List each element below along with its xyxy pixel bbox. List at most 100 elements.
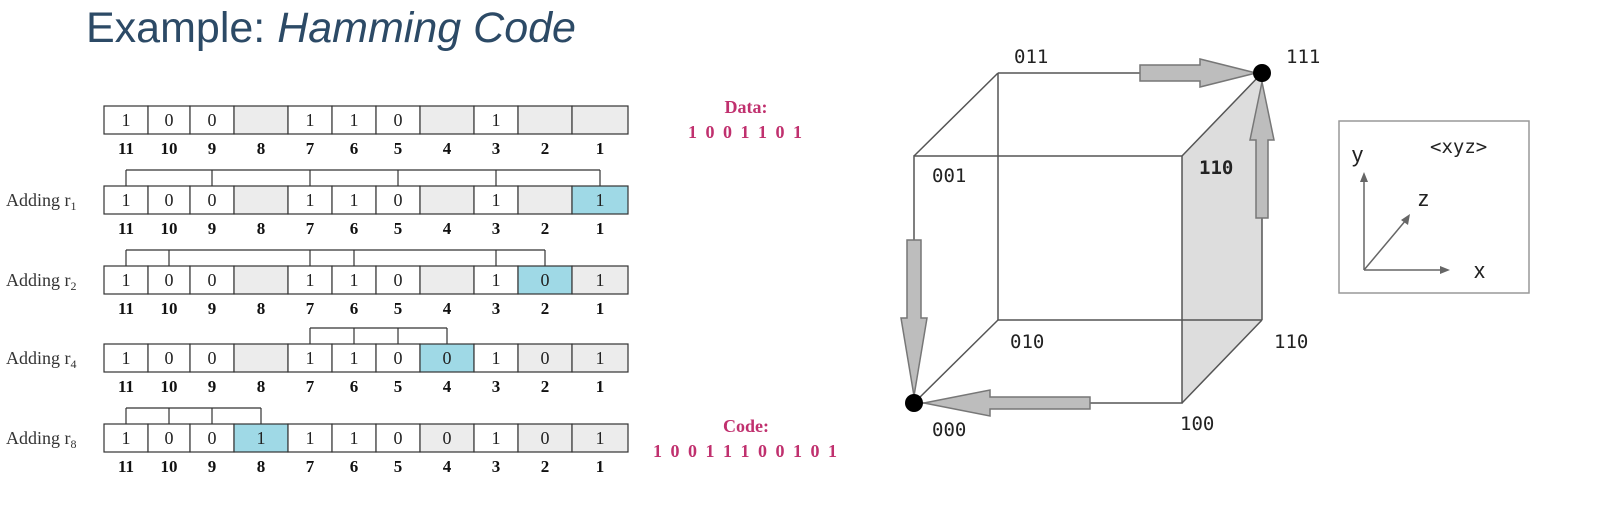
bit-value: 0 xyxy=(541,270,550,290)
position-number: 3 xyxy=(492,139,501,158)
position-number: 11 xyxy=(118,219,134,238)
position-number: 4 xyxy=(443,139,452,158)
bit-value: 0 xyxy=(394,348,403,368)
bit-cell xyxy=(419,343,475,373)
position-number: 9 xyxy=(208,299,217,318)
cube-right-face xyxy=(1182,73,1262,403)
position-number: 10 xyxy=(161,299,178,318)
vertex-label-001: 001 xyxy=(932,165,966,187)
bit-value: 0 xyxy=(443,348,452,368)
position-number: 6 xyxy=(350,219,359,238)
title-emphasis: Hamming Code xyxy=(277,4,576,52)
bit-value: 1 xyxy=(596,270,605,290)
title-prefix: Example: xyxy=(86,4,278,52)
bit-value: 1 xyxy=(350,348,359,368)
position-number: 7 xyxy=(306,139,315,158)
bit-cell xyxy=(375,265,421,295)
bit-cell xyxy=(473,105,519,135)
position-number: 7 xyxy=(306,299,315,318)
position-number: 1 xyxy=(596,377,605,396)
position-number: 7 xyxy=(306,219,315,238)
position-number: 9 xyxy=(208,219,217,238)
position-number: 5 xyxy=(394,299,403,318)
row-label: Adding r2 xyxy=(6,270,77,293)
bit-value: 0 xyxy=(165,190,174,210)
position-number: 3 xyxy=(492,299,501,318)
bit-cell xyxy=(571,105,629,135)
position-number: 6 xyxy=(350,299,359,318)
cube-edge xyxy=(913,72,999,157)
position-number: 7 xyxy=(306,377,315,396)
position-number: 5 xyxy=(394,139,403,158)
bit-value: 0 xyxy=(208,190,217,210)
bit-value: 1 xyxy=(350,270,359,290)
bit-cell xyxy=(517,105,573,135)
code-value: 1 0 0 1 1 1 0 0 1 0 1 xyxy=(653,441,839,461)
position-number: 4 xyxy=(443,219,452,238)
position-number: 1 xyxy=(596,219,605,238)
bit-cell xyxy=(517,343,573,373)
bit-value: 0 xyxy=(394,270,403,290)
position-number: 5 xyxy=(394,219,403,238)
position-number: 11 xyxy=(118,139,134,158)
data-value: 1 0 0 1 1 0 1 xyxy=(688,122,804,142)
bit-value: 0 xyxy=(208,110,217,130)
position-number: 10 xyxy=(161,377,178,396)
bit-cell xyxy=(419,423,475,453)
cube-front-face xyxy=(913,155,1183,404)
bit-cell xyxy=(103,423,149,453)
bit-cell xyxy=(287,265,333,295)
row-label: Adding r8 xyxy=(6,428,77,451)
cube-edge xyxy=(1181,319,1263,404)
bit-value: 1 xyxy=(492,270,501,290)
position-number: 11 xyxy=(118,299,134,318)
bit-value: 1 xyxy=(350,190,359,210)
bit-value: 0 xyxy=(541,348,550,368)
bit-value: 0 xyxy=(394,428,403,448)
cube-edge xyxy=(1181,72,1263,157)
cube-edge xyxy=(913,319,999,404)
bit-cell xyxy=(233,343,289,373)
bit-cell xyxy=(331,423,377,453)
bit-value: 0 xyxy=(208,270,217,290)
bit-value: 1 xyxy=(492,110,501,130)
arrow-100-to-000 xyxy=(923,389,1091,417)
bit-cell xyxy=(189,105,235,135)
vertex-dot-000 xyxy=(905,394,923,412)
bit-cell xyxy=(103,105,149,135)
bit-cell xyxy=(189,423,235,453)
data-label: Data: xyxy=(725,97,768,117)
bit-value: 1 xyxy=(596,190,605,210)
bit-cell xyxy=(103,185,149,215)
position-number: 2 xyxy=(541,457,550,476)
bit-cell xyxy=(189,343,235,373)
position-number: 10 xyxy=(161,219,178,238)
vertex-label-011: 011 xyxy=(1014,46,1048,68)
position-number: 5 xyxy=(394,377,403,396)
position-number: 4 xyxy=(443,457,452,476)
position-number: 8 xyxy=(257,377,266,396)
bit-value: 0 xyxy=(443,428,452,448)
position-number: 2 xyxy=(541,219,550,238)
bit-cell xyxy=(233,105,289,135)
arrow-011-to-111 xyxy=(1139,58,1257,88)
position-number: 3 xyxy=(492,377,501,396)
bit-cell xyxy=(517,185,573,215)
position-number: 11 xyxy=(118,377,134,396)
bit-cell xyxy=(233,423,289,453)
row-label: Adding r1 xyxy=(6,190,77,213)
bit-value: 1 xyxy=(122,428,131,448)
bit-value: 1 xyxy=(306,348,315,368)
vertex-label-010: 010 xyxy=(1010,331,1044,353)
position-number: 4 xyxy=(443,377,452,396)
position-number: 5 xyxy=(394,457,403,476)
slide-title: Example: Hamming Code xyxy=(86,4,576,53)
position-number: 8 xyxy=(257,219,266,238)
bit-cell xyxy=(147,105,191,135)
position-number: 10 xyxy=(161,457,178,476)
row-label: Adding r4 xyxy=(6,348,77,371)
bit-cell xyxy=(473,423,519,453)
position-number: 9 xyxy=(208,457,217,476)
bit-cell xyxy=(571,265,629,295)
bit-value: 0 xyxy=(208,348,217,368)
